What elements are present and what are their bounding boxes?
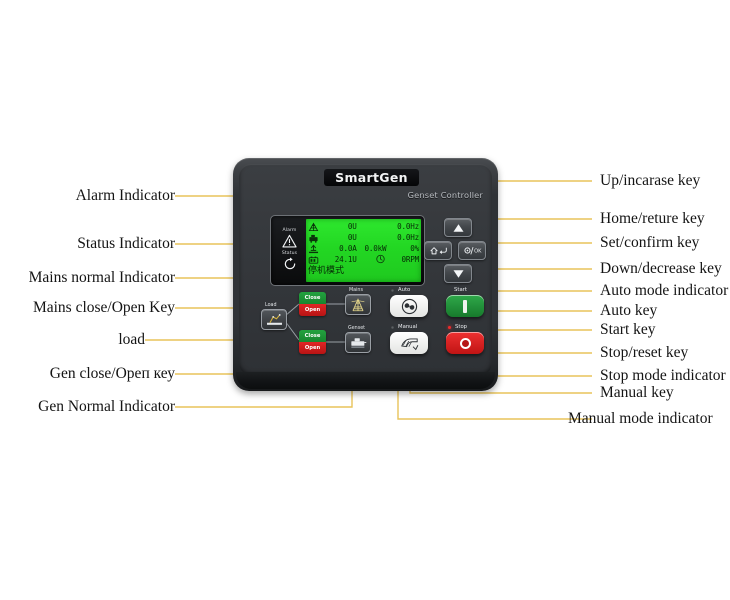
lcd-mains-freq: 0.0Hz bbox=[397, 221, 419, 231]
triangle-down-icon bbox=[453, 269, 463, 278]
pylon-tower-icon bbox=[351, 297, 365, 311]
gen-close-open-key[interactable]: Close Open bbox=[299, 330, 326, 354]
mains-icon bbox=[308, 222, 319, 231]
lcd-battery-voltage: 24.1U bbox=[334, 254, 357, 264]
lcd-row-mains: 0U 0.0Hz bbox=[308, 221, 419, 232]
home-return-icon bbox=[429, 247, 447, 255]
status-indicator-label: Status bbox=[281, 251, 298, 256]
start-bar-icon bbox=[463, 299, 467, 313]
start-key-label: Start bbox=[454, 287, 467, 293]
status-indicator: Status bbox=[282, 251, 297, 271]
svg-text:OK: OK bbox=[474, 249, 482, 255]
load-button-label: Load bbox=[265, 303, 277, 308]
callout-label-auto-mode-indicator: Auto mode indicator bbox=[600, 282, 729, 299]
callout-label-load: load bbox=[118, 331, 145, 348]
start-key[interactable] bbox=[446, 295, 484, 317]
auto-key-label: Auto bbox=[398, 287, 411, 293]
lcd-row-mode: 停机模式 bbox=[308, 265, 419, 277]
home-return-key[interactable] bbox=[424, 241, 452, 260]
manual-key[interactable] bbox=[390, 332, 428, 354]
brand-plate: SmartGen bbox=[324, 169, 419, 186]
lcd-row-load: 0.0A 0.0kW 0% bbox=[308, 243, 419, 254]
lcd-engine-speed: 0RPM bbox=[401, 254, 420, 264]
auto-key[interactable] bbox=[390, 295, 428, 317]
lcd-mode-text: 停机模式 bbox=[308, 266, 345, 276]
mains-close-half[interactable]: Close bbox=[299, 292, 326, 304]
callout-label-gen-normal-indicator: Gen Normal Indicator bbox=[38, 398, 175, 415]
lcd-row-battery: 24.1U 0RPM bbox=[308, 254, 419, 265]
lcd-genset-voltage: 0U bbox=[347, 232, 357, 242]
stop-circle-icon bbox=[459, 337, 471, 349]
lcd-screen: 0U 0.0Hz 0U bbox=[306, 219, 421, 282]
load-icon bbox=[308, 244, 319, 253]
callout-label-set-confirm-key: Set/confirm key bbox=[600, 234, 700, 251]
auto-mode-indicator bbox=[391, 289, 395, 293]
manual-hand-icon bbox=[400, 337, 418, 350]
load-icon bbox=[266, 314, 282, 325]
device-subtitle: Genset Controller bbox=[407, 190, 483, 200]
alarm-indicator-label: Alarm bbox=[282, 228, 297, 233]
lcd-mains-voltage: 0U bbox=[347, 221, 357, 231]
genset-icon bbox=[309, 234, 318, 243]
stop-reset-key[interactable] bbox=[446, 332, 484, 354]
callout-label-alarm-indicator: Alarm Indicator bbox=[75, 187, 175, 204]
set-ok-icon: OK bbox=[463, 247, 482, 255]
brand-name: SmartGen bbox=[335, 170, 408, 185]
speed-gauge-icon bbox=[376, 254, 385, 263]
lcd-load-current: 0.0A bbox=[339, 243, 357, 253]
gen-open-half[interactable]: Open bbox=[299, 342, 326, 354]
lcd-speed-gauge-cell bbox=[357, 254, 387, 266]
manual-mode-indicator bbox=[391, 326, 395, 330]
lcd-genset-freq: 0.0Hz bbox=[397, 232, 419, 242]
lcd-load-percent: 0% bbox=[410, 243, 419, 253]
callout-label-mains-normal-indicator: Mains normal Indicator bbox=[28, 269, 175, 286]
genset-button-label: Genset bbox=[348, 326, 366, 331]
warning-triangle-icon bbox=[282, 234, 297, 248]
device-bottom-lip bbox=[236, 372, 495, 389]
genset-button[interactable] bbox=[345, 332, 371, 353]
callout-label-status-indicator: Status Indicator bbox=[77, 235, 175, 252]
battery-icon bbox=[308, 256, 319, 264]
up-increase-key[interactable] bbox=[444, 218, 472, 237]
lcd-load-power: 0.0kW bbox=[364, 243, 387, 253]
callout-label-manual-key: Manual key bbox=[600, 384, 674, 401]
callout-label-mains-close-open-key: Mains close/Open Key bbox=[32, 299, 175, 316]
lcd-assembly: Alarm Status bbox=[270, 215, 425, 286]
callout-label-up-increase-key: Up/incarase key bbox=[600, 172, 701, 189]
mains-button-label: Mains bbox=[349, 288, 363, 293]
genset-controller-device: SmartGen Genset Controller Alarm S bbox=[233, 158, 498, 391]
mains-close-open-key[interactable]: Close Open bbox=[299, 292, 326, 316]
stop-mode-indicator bbox=[448, 326, 452, 330]
gen-close-half[interactable]: Close bbox=[299, 330, 326, 342]
callout-label-auto-key: Auto key bbox=[600, 302, 658, 319]
callout-label-stop-mode-indicator: Stop mode indicator bbox=[600, 367, 726, 384]
load-button[interactable] bbox=[261, 309, 287, 330]
manual-key-label: Manual bbox=[398, 324, 418, 330]
callout-label-home-return-key: Home/reture key bbox=[600, 210, 705, 227]
circular-arrow-icon bbox=[284, 257, 295, 270]
triangle-up-icon bbox=[453, 223, 463, 232]
mains-button[interactable] bbox=[345, 294, 371, 315]
alarm-indicator: Alarm bbox=[282, 228, 297, 248]
indicator-column: Alarm Status bbox=[273, 218, 306, 281]
lcd-row-genset: 0U 0.0Hz bbox=[308, 232, 419, 243]
down-decrease-key[interactable] bbox=[444, 264, 472, 283]
callout-label-manual-mode-indicator: Manual mode indicator bbox=[568, 410, 713, 427]
callout-label-start-key: Start key bbox=[600, 321, 656, 338]
stop-key-label: Stop bbox=[455, 324, 468, 330]
device-front-face: SmartGen Genset Controller Alarm S bbox=[239, 164, 492, 375]
set-confirm-key[interactable]: OK bbox=[458, 241, 486, 260]
auto-spiral-icon bbox=[401, 298, 417, 314]
callout-label-gen-close-open-key: Gen close/Opeп кеу bbox=[49, 365, 175, 382]
callout-label-down-decrease-key: Down/decrease key bbox=[600, 260, 722, 277]
generator-icon bbox=[350, 338, 366, 348]
callout-label-stop-reset-key: Stop/reset key bbox=[600, 344, 689, 361]
mains-open-half[interactable]: Open bbox=[299, 304, 326, 316]
